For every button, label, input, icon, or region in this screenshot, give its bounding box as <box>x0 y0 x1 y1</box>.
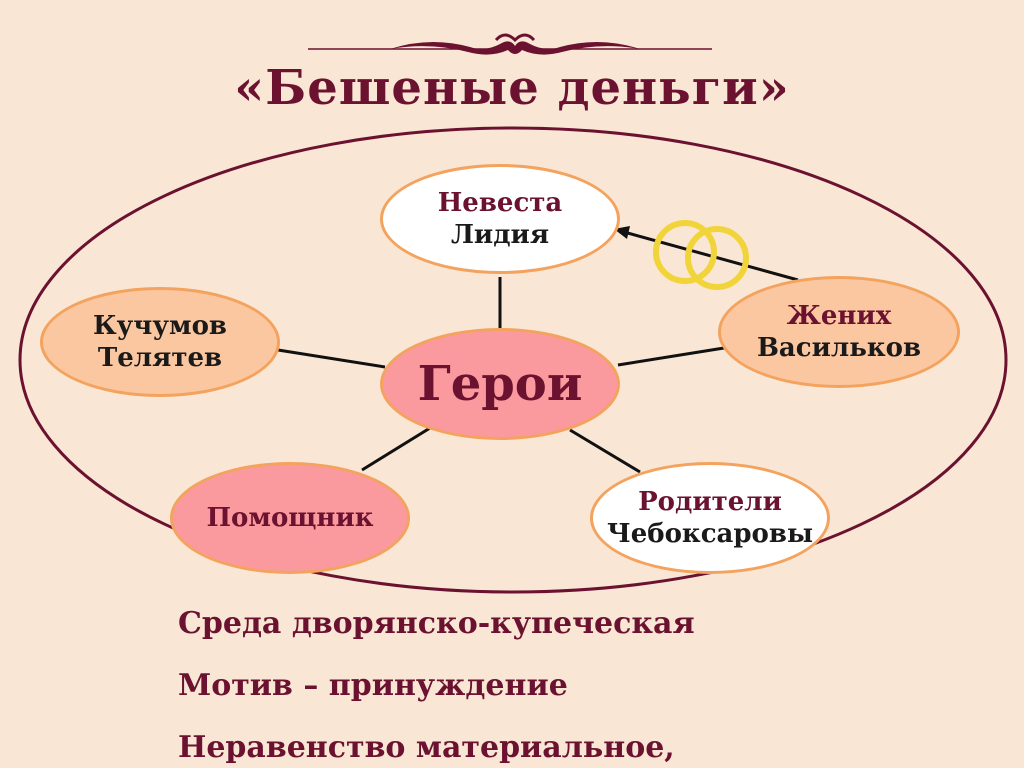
outer-ellipse <box>18 126 1008 594</box>
connector-parents <box>569 428 641 474</box>
node-parents: Родители Чебоксаровы <box>590 462 830 574</box>
node-groom-name: Васильков <box>756 333 922 363</box>
ornament-divider-icon <box>308 33 712 55</box>
node-helper: Помощник <box>170 462 410 574</box>
arrow-head <box>614 226 630 239</box>
node-parents-role: Родители <box>638 487 782 517</box>
wedding-rings-icon <box>653 220 749 290</box>
note-motive: Мотив – принуждение <box>178 668 568 703</box>
connector-helper <box>361 426 431 472</box>
note-inequality: Неравенство материальное, <box>178 730 675 765</box>
node-suitors-name2: Телятев <box>97 343 223 373</box>
node-center-heroes: Герои <box>380 328 620 440</box>
node-parents-name: Чебоксаровы <box>606 519 814 549</box>
node-suitors-name1: Кучумов <box>93 311 227 341</box>
page-title: «Бешеные деньги» <box>234 60 790 116</box>
node-suitors: Кучумов Телятев <box>40 287 280 397</box>
connector-groom <box>617 346 725 367</box>
node-center-label: Герои <box>417 356 583 412</box>
node-bride: Невеста Лидия <box>380 164 620 274</box>
node-groom-role: Жених <box>786 301 892 331</box>
node-bride-role: Невеста <box>437 188 563 218</box>
node-helper-label: Помощник <box>206 503 374 533</box>
node-groom: Жених Васильков <box>718 276 960 388</box>
connector-suitors <box>277 348 386 369</box>
node-bride-name: Лидия <box>450 220 550 250</box>
note-environment: Среда дворянско-купеческая <box>178 606 695 641</box>
